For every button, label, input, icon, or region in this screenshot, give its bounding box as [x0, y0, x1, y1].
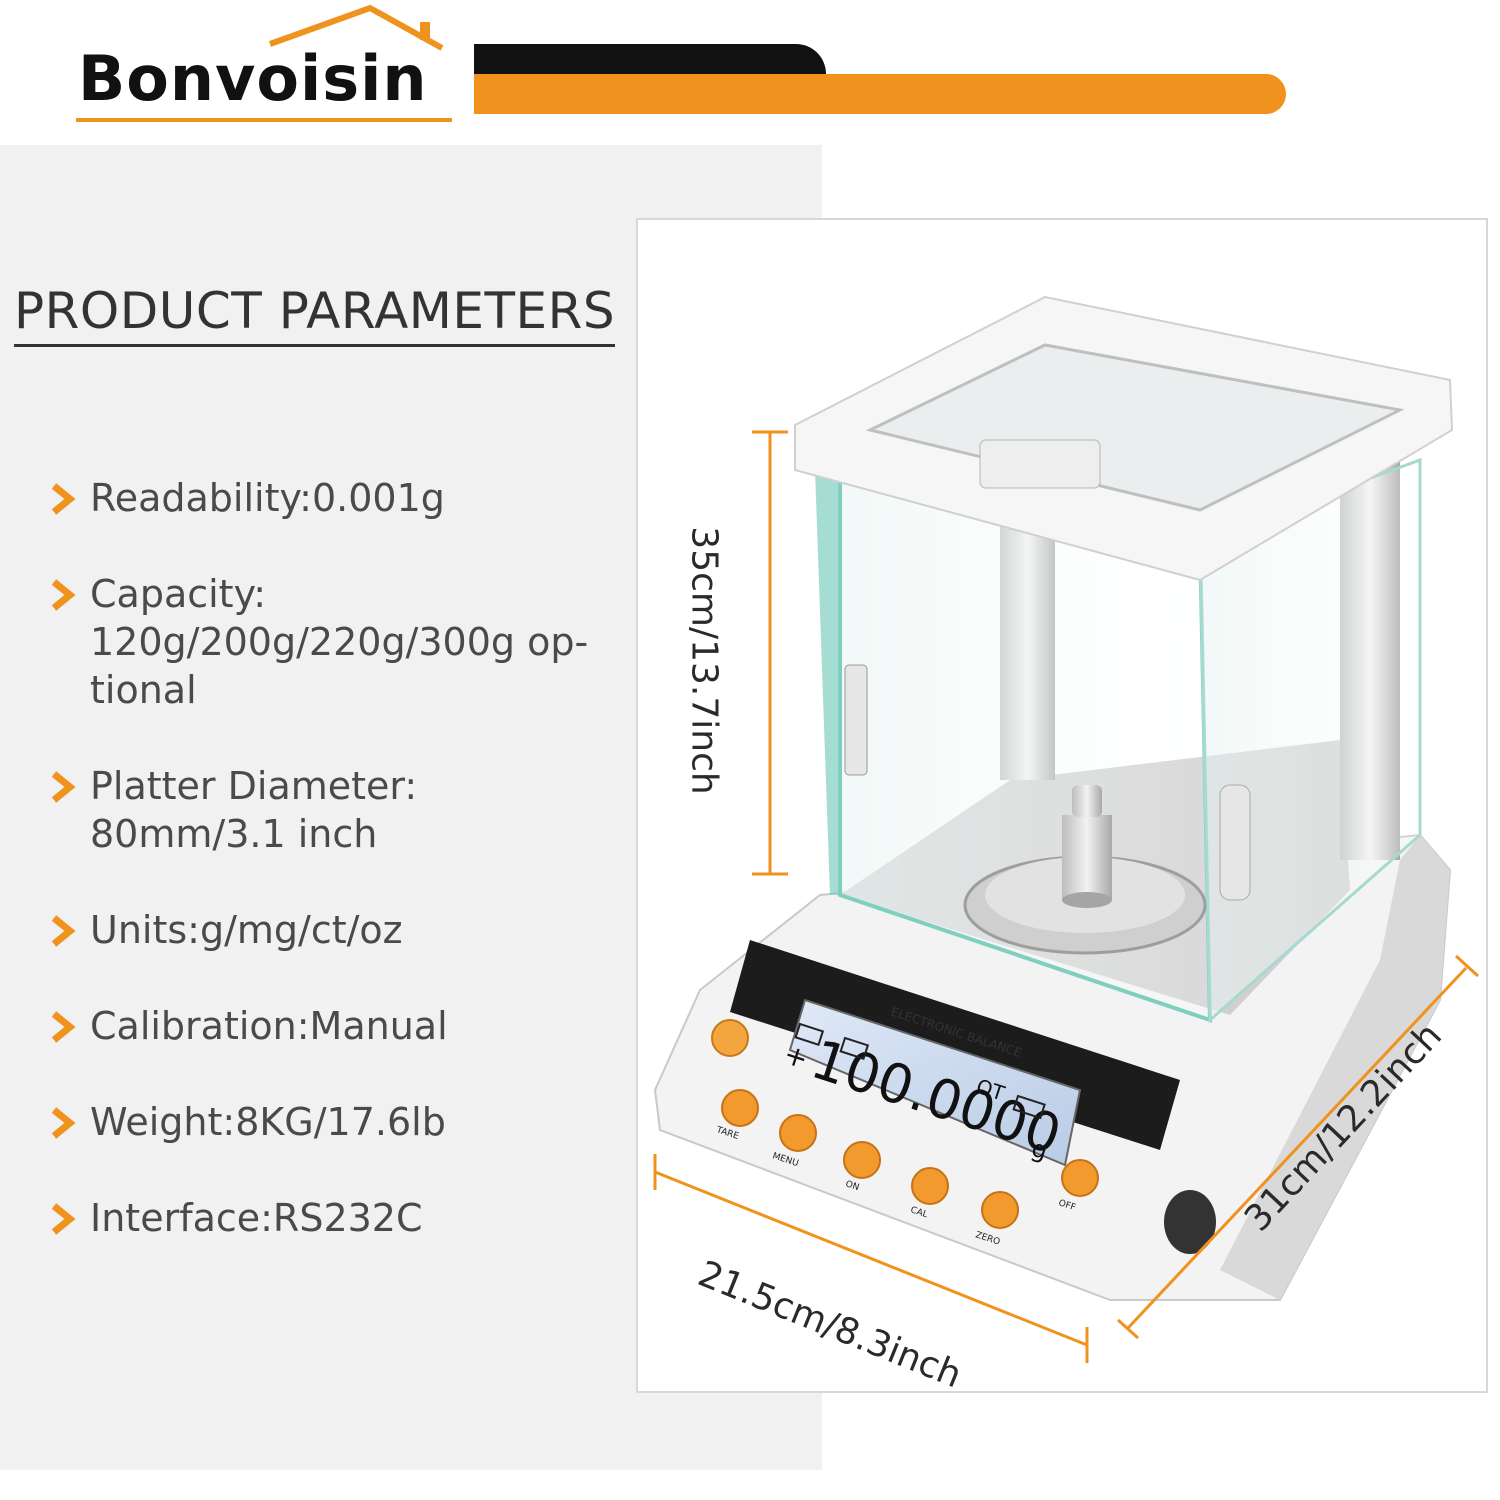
param-text: Calibration:Manual [90, 1004, 448, 1048]
param-text: Weight:8KG/17.6lb [90, 1100, 446, 1144]
chevron-right-icon [51, 915, 76, 947]
param-capacity: Capacity: 120g/200g/220g/300g op- tional [46, 570, 636, 714]
chevron-right-icon [51, 1107, 76, 1139]
chevron-right-icon [51, 771, 76, 803]
indicator-light-icon [711, 1019, 749, 1057]
status-icon [794, 1022, 825, 1046]
param-calibration: Calibration:Manual [46, 1002, 636, 1050]
param-text: Interface:RS232C [90, 1196, 423, 1240]
section-title: PRODUCT PARAMETERS [14, 282, 616, 347]
dimension-height: 35cm/13.7inch [683, 526, 725, 795]
battery-icon [1012, 1094, 1046, 1120]
param-text: Units:g/mg/ct/oz [90, 908, 403, 952]
off-button[interactable]: OFF [1057, 1159, 1099, 1213]
param-interface: Interface:RS232C [46, 1194, 636, 1242]
brand-logo [70, 0, 460, 130]
header-orange-bar [474, 74, 1286, 114]
param-text: Platter Diameter: 80mm/3.1 inch [90, 764, 418, 856]
cal-button[interactable]: CAL [909, 1167, 949, 1220]
header-black-bar [474, 44, 826, 74]
chevron-right-icon [51, 1011, 76, 1043]
param-weight: Weight:8KG/17.6lb [46, 1098, 636, 1146]
house-roof-icon [76, 4, 452, 122]
chevron-right-icon [51, 579, 76, 611]
menu-button[interactable]: MENU [771, 1114, 817, 1169]
brand-name: Bonvoisin [78, 42, 428, 115]
chevron-right-icon [51, 1203, 76, 1235]
param-readability: Readability:0.001g [46, 474, 636, 522]
param-units: Units:g/mg/ct/oz [46, 906, 636, 954]
param-text: Readability:0.001g [90, 476, 445, 520]
on-button-label: ON [844, 1179, 860, 1193]
dimension-lines [653, 430, 1480, 1363]
on-button[interactable]: ON [843, 1141, 881, 1193]
status-icon [839, 1036, 870, 1060]
param-text: Capacity: 120g/200g/220g/300g op- tional [90, 572, 589, 712]
chevron-right-icon [51, 483, 76, 515]
param-platter-diameter: Platter Diameter: 80mm/3.1 inch [46, 762, 636, 858]
